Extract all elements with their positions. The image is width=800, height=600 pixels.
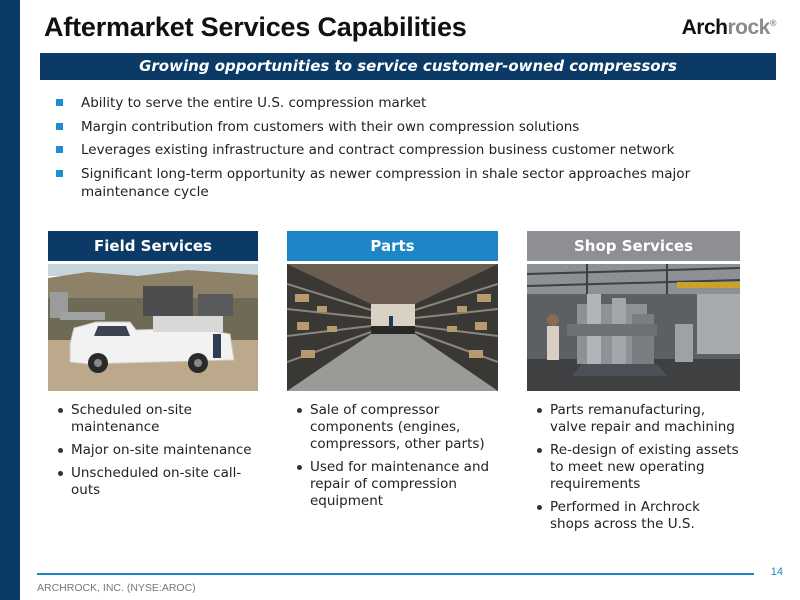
parts-warehouse-photo	[287, 264, 498, 391]
list-item: Performed in Archrock shops across the U…	[535, 499, 740, 533]
list-item-text: Performed in Archrock shops across the U…	[550, 499, 700, 532]
list-item: Parts remanufacturing, valve repair and …	[535, 402, 740, 436]
key-points-list: Ability to serve the entire U.S. compres…	[56, 94, 706, 206]
page-title: Aftermarket Services Capabilities	[44, 12, 467, 42]
key-point: Ability to serve the entire U.S. compres…	[56, 94, 706, 112]
footer-divider	[37, 573, 754, 575]
bullet-dot-icon	[297, 408, 302, 413]
footer-company: ARCHROCK, INC. (NYSE:AROC)	[37, 582, 196, 594]
list-item-text: Parts remanufacturing, valve repair and …	[550, 402, 735, 435]
key-point: Margin contribution from customers with …	[56, 118, 706, 136]
subtitle-banner: Growing opportunities to service custome…	[40, 53, 776, 80]
bullet-dot-icon	[537, 448, 542, 453]
list-item-text: Major on-site maintenance	[71, 442, 252, 458]
key-point-text: Margin contribution from customers with …	[81, 118, 580, 135]
shop-services-heading: Shop Services	[527, 231, 740, 261]
list-item-text: Unscheduled on-site call-outs	[71, 465, 242, 498]
list-item: Re-design of existing assets to meet new…	[535, 442, 740, 493]
field-services-list: Scheduled on-site maintenance Major on-s…	[56, 402, 256, 505]
square-bullet-icon	[56, 146, 63, 153]
key-point-text: Ability to serve the entire U.S. compres…	[81, 95, 427, 111]
list-item: Sale of compressor components (engines, …	[295, 402, 495, 453]
bullet-dot-icon	[537, 408, 542, 413]
key-point: Leverages existing infrastructure and co…	[56, 141, 706, 159]
bullet-dot-icon	[58, 408, 63, 413]
square-bullet-icon	[56, 169, 63, 177]
key-point: Significant long-term opportunity as new…	[56, 165, 706, 201]
bullet-dot-icon	[297, 465, 302, 470]
field-service-truck-photo	[48, 264, 258, 391]
page-number: 14	[770, 566, 783, 578]
list-item: Major on-site maintenance	[56, 442, 256, 459]
field-services-heading: Field Services	[48, 231, 258, 261]
list-item-text: Scheduled on-site maintenance	[71, 402, 192, 435]
square-bullet-icon	[56, 99, 63, 106]
registered-mark: ®	[769, 18, 777, 28]
square-bullet-icon	[56, 122, 63, 130]
parts-heading: Parts	[287, 231, 498, 261]
parts-list: Sale of compressor components (engines, …	[295, 402, 495, 516]
bullet-dot-icon	[537, 505, 542, 510]
list-item-text: Sale of compressor components (engines, …	[310, 402, 485, 452]
shop-services-list: Parts remanufacturing, valve repair and …	[535, 402, 740, 539]
bullet-dot-icon	[58, 471, 63, 476]
list-item-text: Used for maintenance and repair of compr…	[310, 459, 490, 509]
logo-text-arch: Arch	[681, 16, 728, 39]
list-item: Used for maintenance and repair of compr…	[295, 459, 495, 510]
list-item: Scheduled on-site maintenance	[56, 402, 256, 436]
list-item: Unscheduled on-site call-outs	[56, 465, 256, 499]
key-point-text: Leverages existing infrastructure and co…	[81, 142, 675, 158]
logo-text-rock: rock	[727, 16, 771, 39]
list-item-text: Re-design of existing assets to meet new…	[550, 442, 739, 492]
key-point-text: Significant long-term opportunity as new…	[81, 165, 691, 200]
archrock-logo: Archrock®	[681, 16, 777, 40]
shop-services-photo	[527, 264, 740, 391]
bullet-dot-icon	[58, 448, 63, 453]
left-accent-bar	[0, 0, 20, 600]
